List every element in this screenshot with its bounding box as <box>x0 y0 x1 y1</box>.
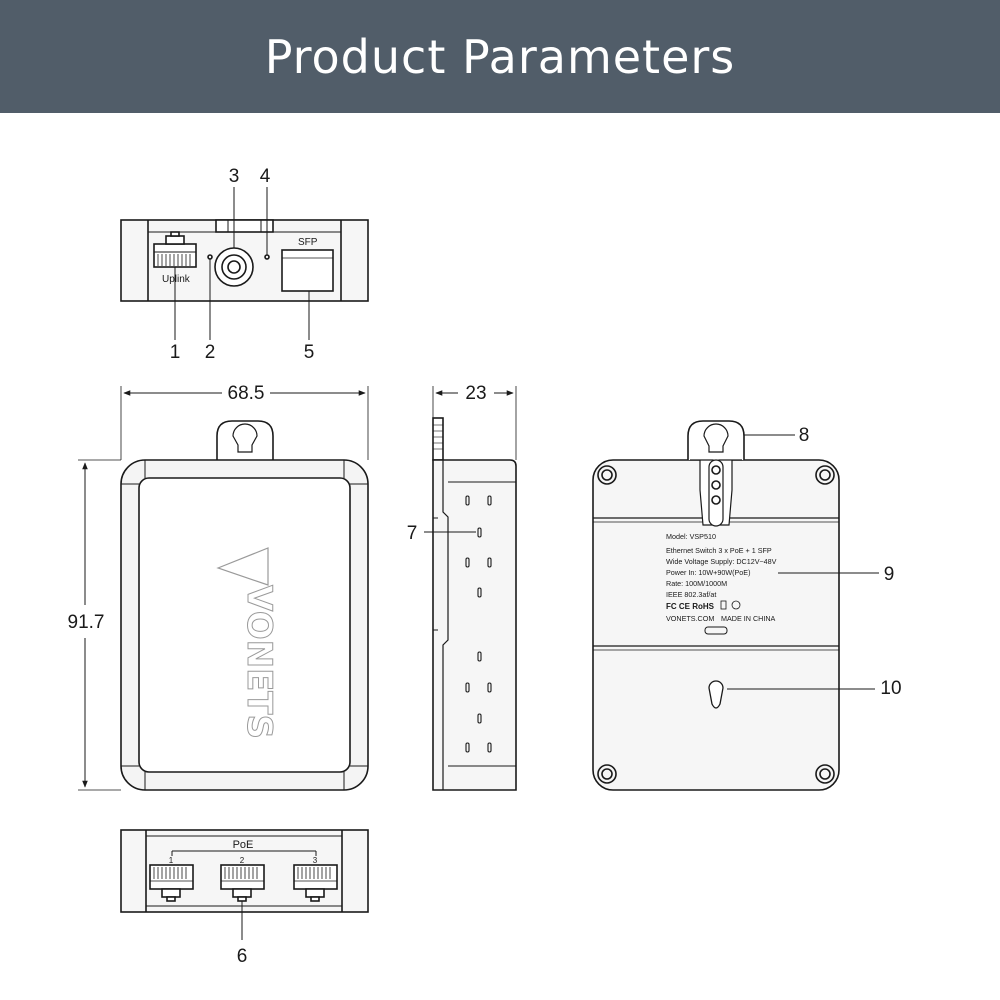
warning-mark-icon <box>731 600 741 610</box>
callout-6: 6 <box>237 946 248 967</box>
callout-9: 9 <box>884 564 895 585</box>
dimension-depth: 23 <box>465 383 486 404</box>
uplink-label: Uplink <box>162 274 191 285</box>
sfp-port <box>281 249 334 292</box>
back-view <box>592 420 879 791</box>
label-certification-marks: FC CE RoHS <box>666 602 715 611</box>
side-vents <box>465 495 492 753</box>
label-line3: Power In: 10W+90W(PoE) <box>666 568 751 577</box>
callout-2: 2 <box>205 342 216 363</box>
poe-port-2-label: 2 <box>240 856 245 865</box>
poe-label: PoE <box>233 839 254 851</box>
callout-5: 5 <box>304 342 315 363</box>
callout-7: 7 <box>407 523 418 544</box>
product-label: Model: VSP510 Ethernet Switch 3 x PoE + … <box>666 532 777 623</box>
poe-port-1 <box>149 864 194 902</box>
label-origin: MADE IN CHINA <box>721 614 776 623</box>
callout-10: 10 <box>880 678 901 699</box>
side-view <box>424 386 517 791</box>
dc-power-jack <box>214 247 254 287</box>
label-line4: Rate: 100M/1000M <box>666 579 727 588</box>
callout-1: 1 <box>170 342 181 363</box>
label-model: Model: VSP510 <box>666 532 716 541</box>
label-line1: Ethernet Switch 3 x PoE + 1 SFP <box>666 546 772 555</box>
callout-4: 4 <box>260 166 271 187</box>
page-title: Product Parameters <box>264 29 736 84</box>
poe-port-2 <box>220 864 265 902</box>
dimension-height: 91.7 <box>68 612 105 633</box>
callout-3: 3 <box>229 166 240 187</box>
bottom-view <box>120 829 369 940</box>
back-screws <box>597 465 835 784</box>
poe-port-1-label: 1 <box>169 856 174 865</box>
mounting-tab-top <box>215 219 274 233</box>
label-line5: IEEE 802.3af/at <box>666 590 716 599</box>
logo-text: VONETS <box>239 585 279 739</box>
top-view <box>120 219 369 302</box>
callout-8: 8 <box>799 425 810 446</box>
mounting-clip <box>687 420 745 527</box>
recycle-bin-icon <box>720 600 727 610</box>
label-line2: Wide Voltage Supply: DC12V~48V <box>666 557 777 566</box>
dimension-width: 68.5 <box>228 383 265 404</box>
side-body <box>432 459 517 791</box>
poe-port-3 <box>293 864 338 902</box>
front-panel <box>138 477 351 773</box>
sfp-label: SFP <box>298 237 318 248</box>
front-view <box>78 386 369 791</box>
poe-port-3-label: 3 <box>313 856 318 865</box>
label-maker: VONETS.COM <box>666 614 714 623</box>
keyhole-slot <box>708 680 724 709</box>
vonets-logo: VONETS <box>216 547 280 739</box>
header-banner: Product Parameters <box>0 0 1000 113</box>
